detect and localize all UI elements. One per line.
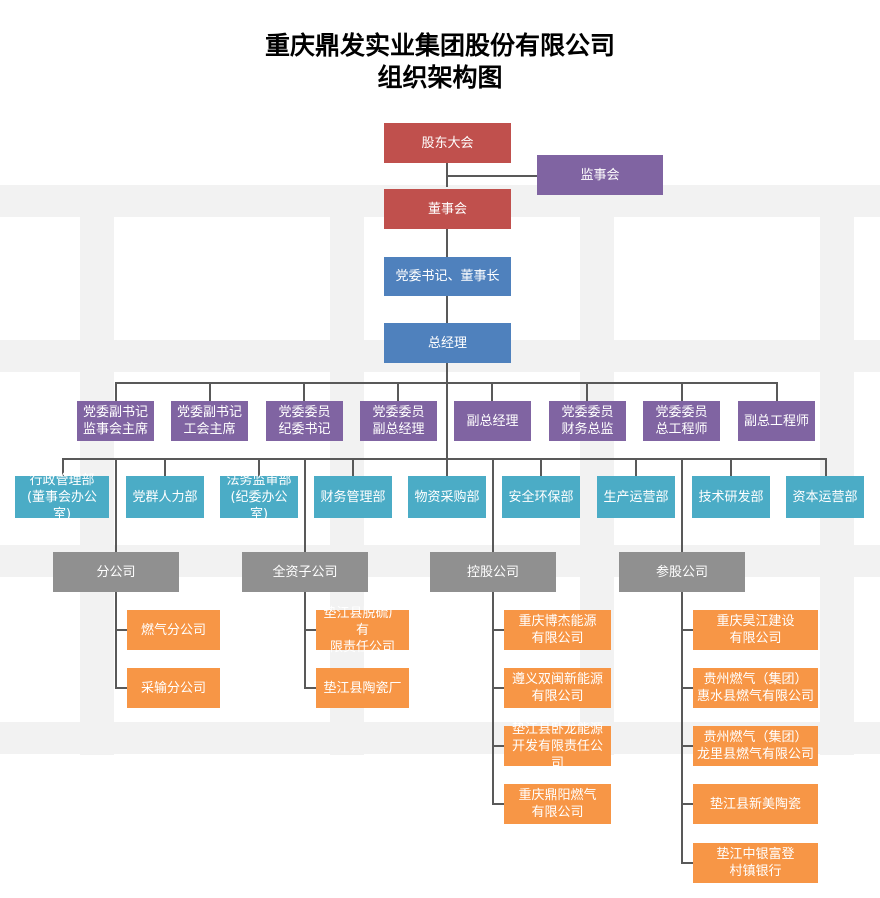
department-box: 财务管理部 <box>314 476 392 518</box>
connector-line <box>62 458 826 460</box>
connector-line <box>681 382 683 401</box>
subsidiary-box: 垫江县新美陶瓷 <box>693 784 818 824</box>
department-box: 行政管理部 (董事会办公室) <box>15 473 109 522</box>
department-box: 物资采购部 <box>408 476 486 518</box>
connector-line <box>303 382 305 401</box>
general-manager-box: 总经理 <box>384 323 511 363</box>
connector-line <box>492 687 504 689</box>
branch-group-box: 分公司 <box>53 552 179 592</box>
connector-line <box>635 458 637 476</box>
connector-line <box>304 458 306 552</box>
subsidiary-box: 贵州燃气（集团） 龙里县燃气有限公司 <box>693 726 818 766</box>
connector-line <box>491 382 493 401</box>
subsidiary-box: 重庆博杰能源 有限公司 <box>504 610 611 650</box>
subsidiary-box: 采输分公司 <box>127 668 220 708</box>
connector-line <box>446 296 448 323</box>
executive-box: 党委副书记 监事会主席 <box>77 401 154 441</box>
connector-line <box>492 629 504 631</box>
connector-line <box>115 382 117 401</box>
connector-line <box>730 458 732 476</box>
connector-line <box>681 745 693 747</box>
subsidiary-box: 垫江中银富登 村镇银行 <box>693 843 818 883</box>
connector-line <box>304 592 306 689</box>
page-title: 重庆鼎发实业集团股份有限公司 <box>264 31 615 60</box>
connector-line <box>446 175 538 177</box>
secretary-chairman-box: 党委书记、董事长 <box>384 257 511 296</box>
connector-line <box>825 458 827 476</box>
department-box: 党群人力部 <box>126 476 204 518</box>
connector-line <box>446 458 448 476</box>
connector-line <box>115 592 117 689</box>
connector-line <box>681 803 693 805</box>
supervisors-box: 监事会 <box>537 155 663 195</box>
connector-line <box>304 687 316 689</box>
background-band <box>580 185 614 755</box>
connector-line <box>681 458 683 552</box>
shareholders-box: 股东大会 <box>384 123 511 163</box>
connector-line <box>540 458 542 476</box>
connector-line <box>446 384 448 459</box>
connector-line <box>586 382 588 401</box>
connector-line <box>492 745 504 747</box>
connector-line <box>352 458 354 476</box>
connector-line <box>681 862 693 864</box>
connector-line <box>62 458 64 476</box>
connector-line <box>115 629 127 631</box>
holding-group-box: 控股公司 <box>430 552 556 592</box>
connector-line <box>776 382 778 401</box>
background-band <box>330 185 364 755</box>
page-subtitle: 组织架构图 <box>377 63 503 92</box>
connector-line <box>681 592 683 864</box>
background-band <box>80 185 114 755</box>
executive-box: 党委委员 总工程师 <box>643 401 720 441</box>
executive-box: 党委副书记 工会主席 <box>171 401 248 441</box>
executive-box: 党委委员 纪委书记 <box>266 401 343 441</box>
subsidiary-box: 垫江县卧龙能源 开发有限责任公司 <box>504 722 611 771</box>
connector-line <box>492 592 494 805</box>
connector-line <box>681 629 693 631</box>
subsidiary-box: 重庆昊江建设 有限公司 <box>693 610 818 650</box>
connector-line <box>446 229 448 257</box>
subsidiary-box: 燃气分公司 <box>127 610 220 650</box>
subsidiary-box: 垫江县脱硫厂有 限责任公司 <box>316 606 409 655</box>
subsidiary-box: 垫江县陶瓷厂 <box>316 668 409 708</box>
connector-line <box>397 382 399 401</box>
department-box: 技术研发部 <box>692 476 770 518</box>
connector-line <box>115 687 127 689</box>
connector-line <box>115 382 778 384</box>
department-box: 资本运营部 <box>786 476 864 518</box>
executive-box: 党委委员 财务总监 <box>549 401 626 441</box>
board-box: 董事会 <box>384 189 511 229</box>
connector-line <box>164 458 166 476</box>
connector-line <box>209 382 211 401</box>
connector-line <box>115 458 117 552</box>
subsidiary-box: 遵义双闽新能源 有限公司 <box>504 668 611 708</box>
executive-box: 副总经理 <box>454 401 531 441</box>
executive-box: 党委委员 副总经理 <box>360 401 437 441</box>
connector-line <box>681 687 693 689</box>
connector-line <box>304 629 316 631</box>
connector-line <box>492 458 494 552</box>
equity-group-box: 参股公司 <box>619 552 745 592</box>
connector-line <box>258 458 260 476</box>
executive-box: 副总工程师 <box>738 401 815 441</box>
subsidiary-box: 重庆鼎阳燃气 有限公司 <box>504 784 611 824</box>
subsidiary-box: 贵州燃气（集团） 惠水县燃气有限公司 <box>693 668 818 708</box>
connector-line <box>492 803 504 805</box>
department-box: 安全环保部 <box>502 476 580 518</box>
connector-line <box>446 363 448 383</box>
department-box: 法务监审部 (纪委办公室) <box>220 473 298 522</box>
department-box: 生产运营部 <box>597 476 675 518</box>
wholly-owned-group-box: 全资子公司 <box>242 552 368 592</box>
